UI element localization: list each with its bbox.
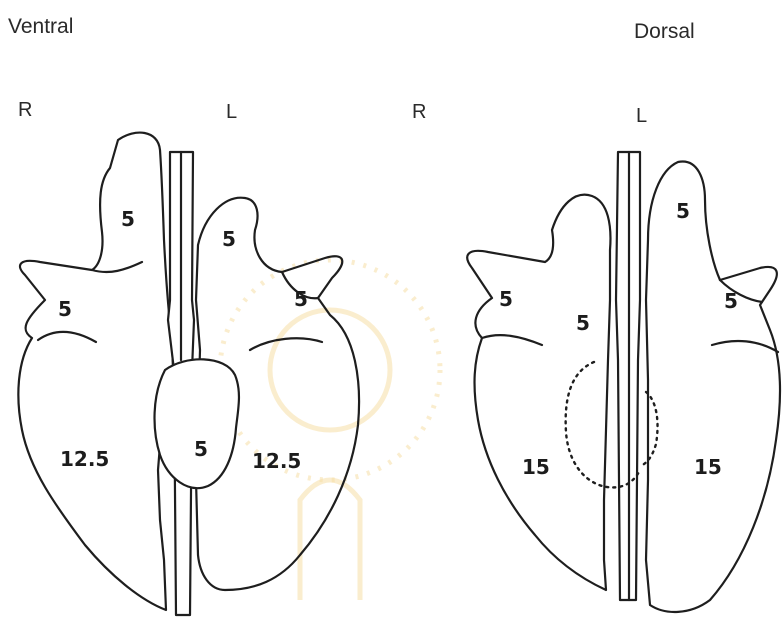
ventral-left-caudal-value: 12.5 — [252, 449, 301, 473]
ventral-title: Ventral — [8, 15, 73, 38]
ventral-right-fissure-1 — [38, 332, 96, 342]
dorsal-left-middle-value: 5 — [724, 289, 738, 313]
dorsal-left-lung — [646, 162, 780, 612]
dorsal-right-caudal-value: 15 — [522, 455, 550, 479]
ventral-right-label: R — [18, 99, 32, 121]
ventral-left-fissure-1 — [250, 338, 322, 350]
dorsal-view: Dorsal R L 5 5 15 5 5 15 — [412, 20, 780, 612]
ventral-accessory-lobe — [155, 359, 239, 488]
dorsal-left-label: L — [636, 105, 647, 127]
ventral-left-label: L — [226, 101, 237, 123]
ventral-right-cranial-value: 5 — [121, 207, 135, 231]
dorsal-right-lung — [467, 195, 610, 590]
ventral-left-cranial-value: 5 — [222, 227, 236, 251]
dorsal-right-cranial-value: 5 — [576, 311, 590, 335]
ventral-right-caudal-value: 12.5 — [60, 447, 109, 471]
ventral-accessory-value: 5 — [194, 437, 208, 461]
ventral-left-middle-value: 5 — [294, 287, 308, 311]
ventral-right-fissure-2 — [92, 262, 142, 272]
dorsal-right-fissure-1 — [482, 335, 542, 345]
dorsal-right-label: R — [412, 101, 426, 123]
ventral-right-middle-value: 5 — [58, 297, 72, 321]
dorsal-left-fissure-1 — [712, 341, 778, 352]
dorsal-left-cranial-value: 5 — [676, 199, 690, 223]
dorsal-right-middle-value: 5 — [499, 287, 513, 311]
ventral-right-lung — [18, 133, 174, 610]
dorsal-left-caudal-value: 15 — [694, 455, 722, 479]
watermark-seal — [220, 260, 440, 600]
dorsal-title: Dorsal — [634, 20, 695, 43]
